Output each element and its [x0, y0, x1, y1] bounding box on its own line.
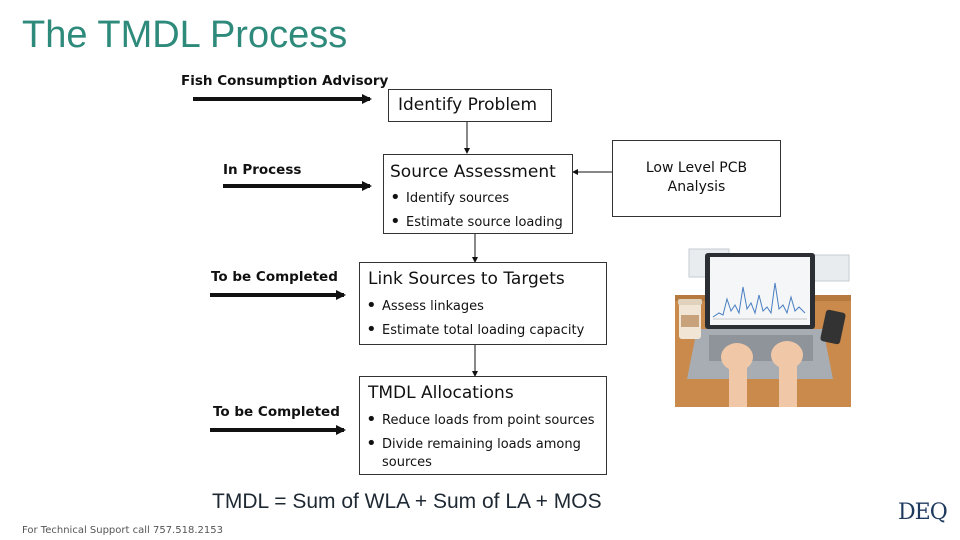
pcb-line-1: Low Level PCB: [645, 160, 748, 176]
bullets-source-assessment: Identify sources Estimate source loading: [390, 187, 563, 235]
bullet-estimate-capacity: Estimate total loading capacity: [366, 319, 584, 343]
deq-logo: DEQ: [898, 500, 948, 525]
support-footer: For Technical Support call 757.518.2153: [22, 525, 223, 536]
label-to-be-completed-1: To be Completed: [211, 269, 338, 285]
label-to-be-completed-2: To be Completed: [213, 404, 340, 420]
heading-tmdl-allocations: TMDL Allocations: [368, 383, 514, 403]
page-title: The TMDL Process: [22, 14, 348, 56]
laptop-photo-icon: [675, 247, 851, 407]
bullet-divide-remaining: Divide remaining loads among sources: [366, 433, 591, 472]
bullet-estimate-source-loading: Estimate source loading: [390, 211, 563, 235]
heading-source-assessment: Source Assessment: [390, 162, 556, 182]
bullets-link-sources: Assess linkages Estimate total loading c…: [366, 295, 584, 343]
box-identify-problem: Identify Problem: [388, 89, 552, 122]
label-fish-advisory: Fish Consumption Advisory: [181, 73, 389, 89]
box-source-assessment: Source Assessment Identify sources Estim…: [383, 154, 573, 234]
box-pcb-analysis: Low Level PCB Analysis: [612, 140, 781, 217]
tmdl-equation: TMDL = Sum of WLA + Sum of LA + MOS: [212, 490, 602, 513]
pcb-line-2: Analysis: [667, 179, 726, 195]
bullet-assess-linkages: Assess linkages: [366, 295, 584, 319]
heading-identify-problem: Identify Problem: [398, 95, 538, 115]
bullet-identify-sources: Identify sources: [390, 187, 563, 211]
box-tmdl-allocations: TMDL Allocations Reduce loads from point…: [359, 376, 607, 475]
heading-link-sources: Link Sources to Targets: [368, 269, 565, 289]
bullet-reduce-point-sources: Reduce loads from point sources: [366, 409, 595, 433]
box-link-sources: Link Sources to Targets Assess linkages …: [359, 262, 607, 345]
label-in-process: In Process: [223, 162, 302, 178]
bullets-tmdl-allocations: Reduce loads from point sources Divide r…: [366, 409, 595, 472]
